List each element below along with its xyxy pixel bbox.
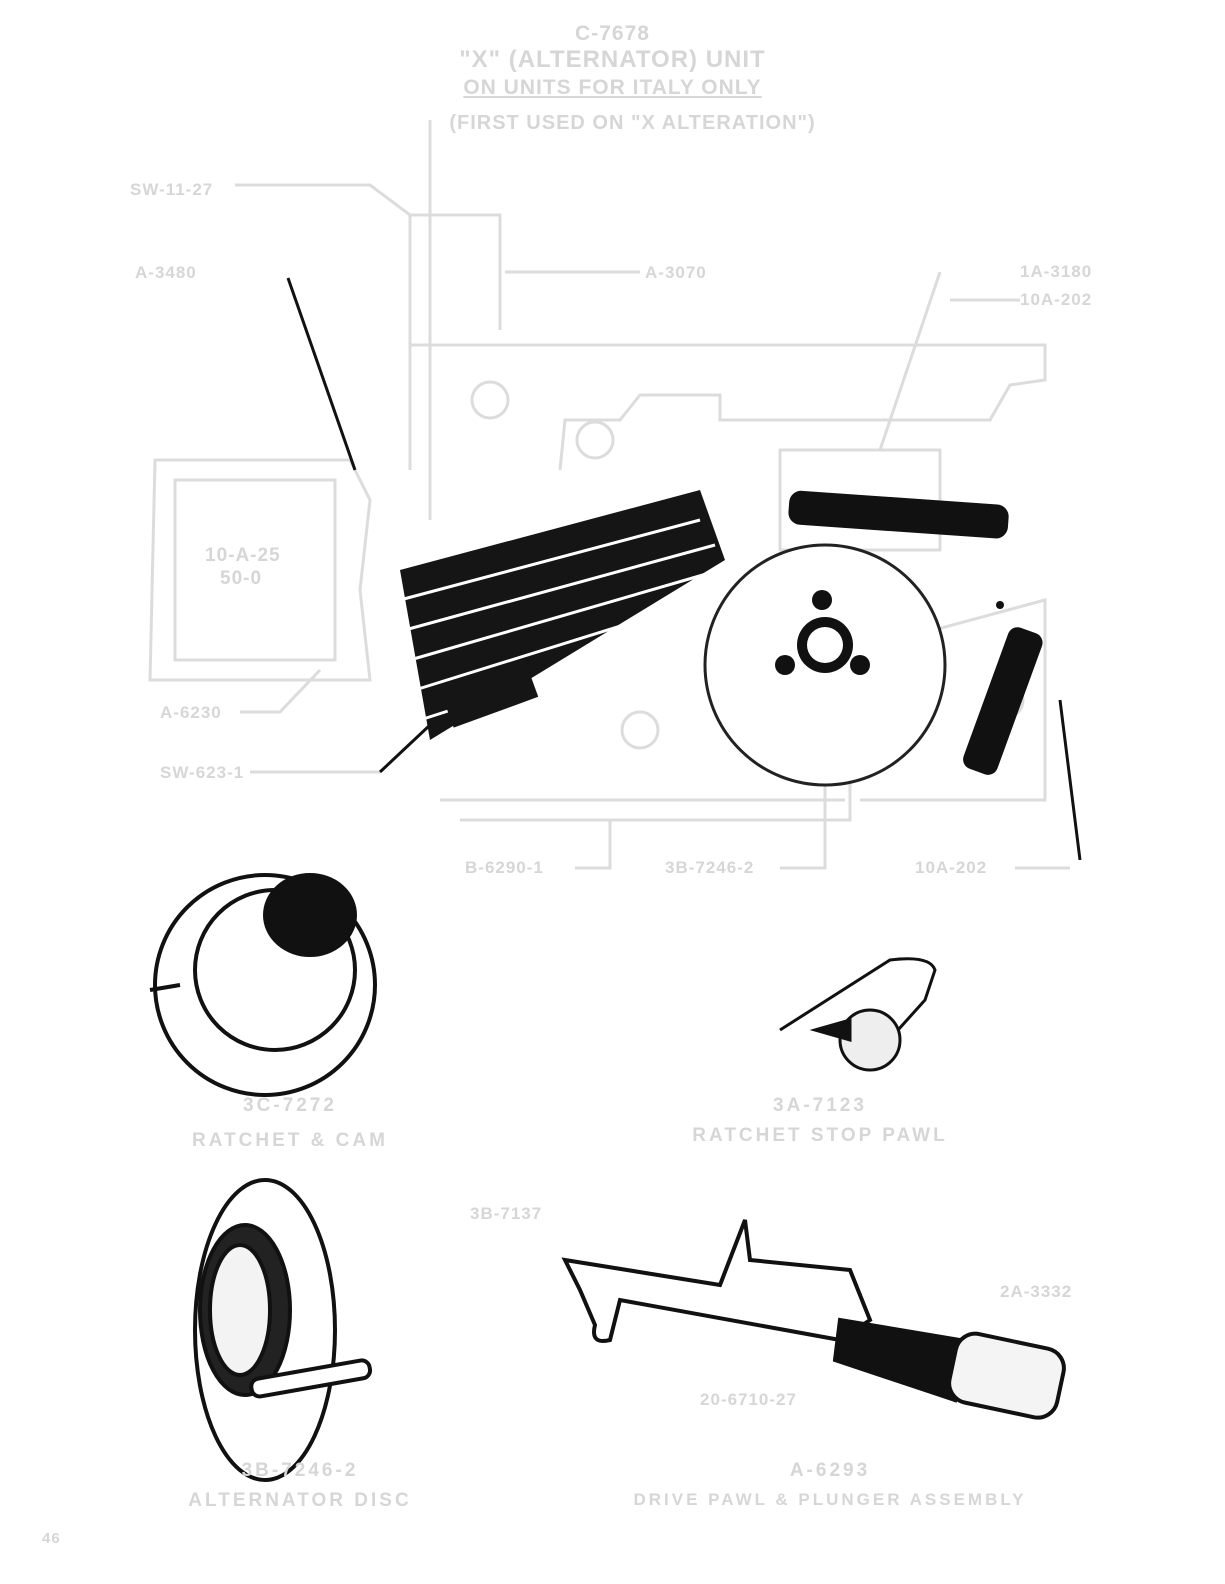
callout-sw-623-1: SW-623-1	[160, 763, 245, 782]
callout-a-3480: A-3480	[135, 263, 197, 282]
callout-box-part: 10-A-25	[205, 545, 281, 566]
figure-name-alternator-disc: ALTERNATOR DISC	[188, 1490, 412, 1511]
callout-2a-3332: 2A-3332	[1000, 1282, 1073, 1301]
figure-part-ratchet-cam: 3C-7272	[243, 1095, 337, 1116]
alternator-disc	[193, 1178, 373, 1482]
figure-part-drive-pawl: A-6293	[789, 1460, 871, 1481]
callout-10a-202-top: 10A-202	[1020, 290, 1093, 309]
callout-1a-3180: 1A-3180	[1020, 262, 1093, 281]
callout-3b-7137: 3B-7137	[470, 1204, 543, 1223]
drive-pawl-plunger	[561, 1219, 1066, 1420]
title-part-number: C-7678	[575, 22, 650, 45]
title-note: ON UNITS FOR ITALY ONLY	[463, 76, 762, 99]
figure-part-stop-pawl: 3A-7123	[773, 1095, 867, 1116]
alternator-disc-assembled	[703, 543, 947, 787]
figure-name-drive-pawl: DRIVE PAWL & PLUNGER ASSEMBLY	[633, 1490, 1027, 1509]
figure-name-stop-pawl: RATCHET STOP PAWL	[692, 1125, 948, 1146]
callout-20-6710-27: 20-6710-27	[700, 1390, 797, 1409]
figure-part-alternator-disc: 3B-7246-2	[241, 1460, 359, 1481]
frame-outline	[148, 120, 1070, 870]
ratchet-stop-pawl	[779, 957, 937, 1072]
callout-box-part2: 50-0	[220, 568, 263, 589]
callout-a-6230: A-6230	[160, 703, 222, 722]
callout-b-6290-1: B-6290-1	[465, 858, 544, 877]
callout-sw-11-27: SW-11-27	[130, 180, 214, 199]
title-unit: "X" (ALTERNATOR) UNIT	[459, 46, 766, 73]
figure-name-ratchet-cam: RATCHET & CAM	[192, 1130, 388, 1151]
callout-3b-7246-2: 3B-7246-2	[665, 858, 755, 877]
ratchet-and-cam	[149, 873, 377, 1097]
callout-a-3070: A-3070	[645, 263, 707, 282]
callout-10a-202-bottom: 10A-202	[915, 858, 988, 877]
page-number: 46	[42, 1530, 61, 1547]
black-parts	[286, 277, 1082, 861]
title-first-used: (FIRST USED ON "X ALTERATION")	[449, 112, 816, 134]
